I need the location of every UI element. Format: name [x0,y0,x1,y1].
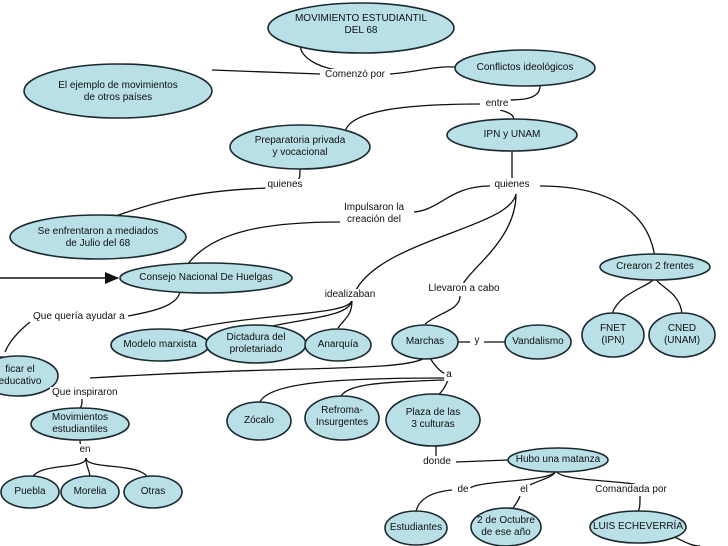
edge-quienes-llevaron [461,193,517,287]
node-preparatoria-label: Preparatoria privada y vocacional [254,135,346,158]
node-otras-label: Otras [140,486,166,497]
edge-idealizaban-anarquia [337,299,353,329]
edge-crearon-fnet [611,275,656,315]
edge-a-reforma [339,379,446,399]
node-octubre-shape [470,507,542,546]
node-puebla-shape [0,475,60,509]
node-ipn-label: IPN y UNAM [483,129,541,140]
node-morelia-label: Morelia [73,486,107,497]
node-movimiento-shape [267,2,455,54]
node-reforma-shape [304,395,380,441]
link-impulsaron: Impulsaron la creación del [341,202,407,226]
link-comenzo: Comenzó por [322,69,388,81]
node-fnet-label: FNET (IPN) [599,323,627,346]
node-zocalo-shape [226,401,292,441]
node-estudiantes-shape [384,510,448,546]
link-y: y [472,335,482,347]
node-vandalismo-shape [504,324,572,360]
edge-entre-preparatoria [344,103,481,133]
node-anarquia-shape [304,328,372,362]
node-movimiento-label: MOVIMIENTO ESTUDIANTIL DEL 68 [294,13,428,36]
node-crearon-label: Crearon 2 frentes [616,261,694,272]
edge-crearon-cned [654,275,683,315]
link-idealizaban: idealizaban [322,289,378,301]
node-consejo-label: Consejo Nacional De Huelgas [139,272,273,283]
node-plaza-shape [385,393,481,447]
edge-queria-educativo [4,321,31,353]
link-comandada: Comandada por [593,484,669,496]
edge-comenzo-conflictos [389,66,457,75]
link-quienes-left: quienes [265,179,305,191]
node-modelo-label: Modelo marxista [123,339,197,350]
node-zocalo-label: Zócalo [243,415,274,426]
node-anarquia-label: Anarquía [317,339,359,350]
edge-en-otras [85,457,149,479]
node-crearon-shape [599,253,711,281]
node-enfrentaron-shape [9,214,187,260]
edge-ejemplo-comenzo [211,69,321,75]
node-puebla-label: Puebla [14,486,46,497]
node-morelia-shape [60,475,120,509]
node-ejemplo-label: El ejemplo de movimientos de otros paíse… [58,80,178,103]
node-consejo-shape [119,262,293,294]
edge-a-zocalo [259,377,446,403]
node-shapes [0,2,716,546]
link-entre: entre [483,98,511,110]
node-marchas-label: Marchas [405,336,445,347]
edge-impulsaron-consejo [184,221,341,269]
edge-matanza-de [469,469,557,489]
link-en: en [77,444,93,456]
link-el: el [518,484,530,496]
edge-inspiraron-movimientos [79,397,83,409]
node-educativo-label: ficar el educativo [0,364,42,387]
node-echeverria-label: LUIS ECHEVERRÍA [592,521,684,532]
node-plaza-label: Plaza de las 3 culturas [405,407,461,430]
link-de: de [455,484,471,496]
node-matanza-shape [507,447,609,473]
node-octubre-label: 2 de Octubre de ese año [477,515,535,538]
edge-en-puebla [31,457,87,479]
edge-quienes-impulsaron [413,185,491,213]
node-vandalismo-label: Vandalismo [512,336,564,347]
node-educativo-shape [0,355,59,397]
node-reforma-label: Refroma- Insurgentes [315,405,369,428]
node-cned-shape [648,312,716,358]
edge-consejo-queria [127,289,181,317]
node-cned-label: CNED (UNAM) [663,323,701,346]
edge-de-estudiantes [415,489,453,513]
node-preparatoria-shape [229,124,371,170]
edge-donde-matanza [455,459,509,463]
node-movimientos-shape [30,407,130,441]
node-conflictos-label: Conflictos ideológicos [476,62,574,73]
edge-quienes-crearon [539,185,656,259]
link-queria: Que quería ayudar a [31,311,127,323]
node-ejemplo-shape [23,63,213,119]
node-enfrentaron-label: Se enfrentaron a mediados de Julio del 6… [37,226,159,249]
node-fnet-shape [581,312,645,358]
node-echeverria-shape [589,510,687,544]
edge-quienes-idealizaban [354,193,517,293]
node-estudiantes-label: Estudiantes [389,522,443,533]
link-a: a [444,369,454,381]
link-quienes-right: quienes [492,179,532,191]
link-inspiraron: Que inspiraron [50,387,120,399]
node-otras-shape [123,475,183,509]
node-marchas-shape [391,324,459,360]
edge-comandada-echeverria [637,495,641,513]
edge-llevaron-marchas [424,295,461,325]
node-conflictos-shape [454,49,596,87]
node-ipn-shape [446,118,578,152]
node-dictadura-label: Dictadura del proletariado [226,332,286,355]
node-movimientos-label: Movimientos estudiantiles [51,412,109,435]
edge-idealizaban-modelo [174,299,353,333]
link-llevaron: Llevaron a cabo [426,283,502,295]
link-donde: donde [421,456,453,468]
edge-marchas-a [89,357,426,379]
node-matanza-label: Hubo una matanza [515,454,601,465]
edge-quienes-enfrentaron [109,187,271,219]
